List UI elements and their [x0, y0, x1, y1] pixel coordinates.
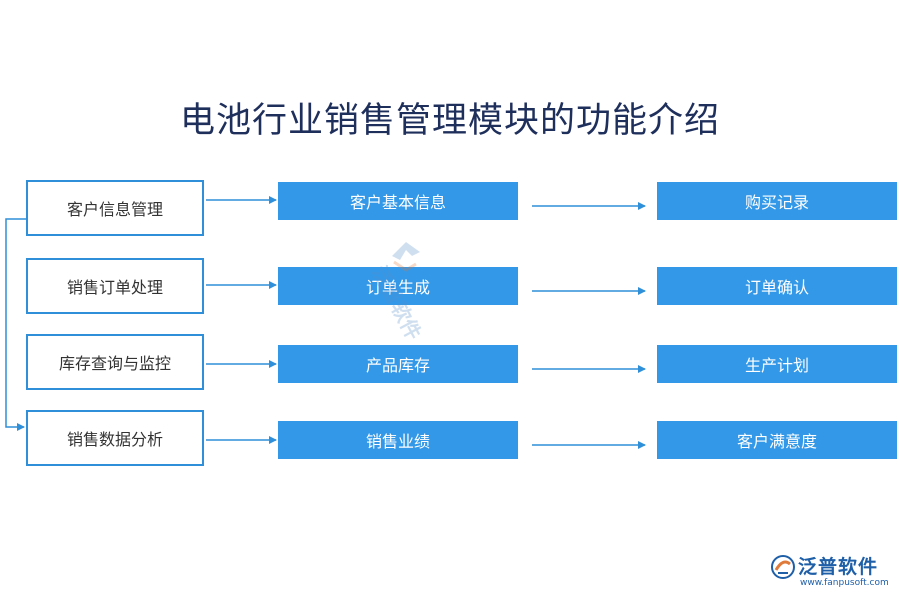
left-box-inventory: 库存查询与监控 — [26, 334, 204, 390]
right-box-customer-satisfaction: 客户满意度 — [657, 421, 897, 459]
left-box-sales-order: 销售订单处理 — [26, 258, 204, 314]
mid-box-order-generate: 订单生成 — [278, 267, 518, 305]
brand-logo: 泛普软件 www.fanpusoft.com — [770, 552, 895, 592]
brand-url: www.fanpusoft.com — [800, 578, 889, 588]
mid-box-product-inventory: 产品库存 — [278, 345, 518, 383]
left-box-customer-info: 客户信息管理 — [26, 180, 204, 236]
right-box-production-plan: 生产计划 — [657, 345, 897, 383]
bracket-connector — [5, 218, 26, 431]
right-box-order-confirm: 订单确认 — [657, 267, 897, 305]
brand-name: 泛普软件 — [798, 556, 879, 578]
page-title: 电池行业销售管理模块的功能介绍 — [179, 101, 720, 141]
mid-box-sales-performance: 销售业绩 — [278, 421, 518, 459]
mid-box-customer-basic: 客户基本信息 — [278, 182, 518, 220]
brand-logo-icon — [771, 555, 795, 579]
right-box-purchase-record: 购买记录 — [657, 182, 897, 220]
left-box-sales-analysis: 销售数据分析 — [26, 410, 204, 466]
